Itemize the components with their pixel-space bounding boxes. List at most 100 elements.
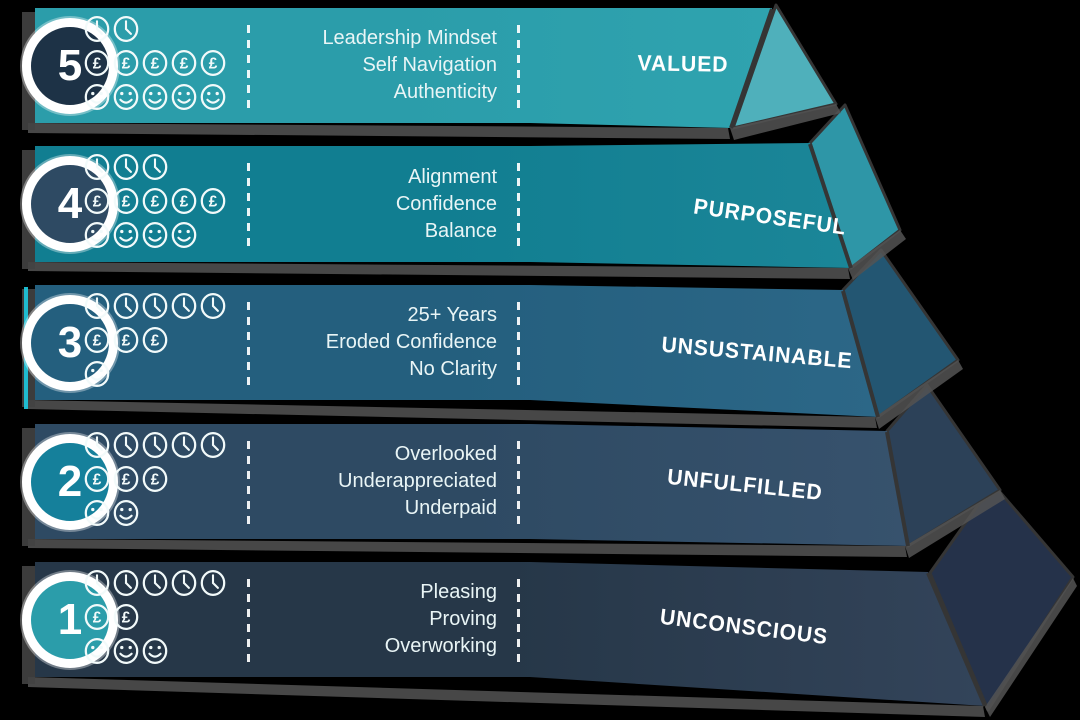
gap-shadow-level-2 — [905, 490, 1005, 558]
clock-icon — [142, 153, 168, 181]
level-text-line: Underappreciated — [338, 470, 497, 492]
smiley-icon — [113, 83, 139, 111]
icon-row-pounds-level-2: £ £ £ — [83, 464, 169, 494]
clock-icon — [200, 431, 226, 459]
pound-coin-icon: £ — [113, 49, 139, 77]
clock-icon — [142, 569, 168, 597]
pound-coin-icon: £ — [142, 49, 168, 77]
svg-text:£: £ — [122, 472, 131, 489]
svg-text:£: £ — [93, 610, 102, 627]
level-text-line: Confidence — [395, 193, 497, 215]
icon-row-pounds-level-5: £ £ £ £ £ — [83, 48, 227, 78]
icon-row-clocks-level-5 — [83, 14, 140, 44]
gap-shadow-level-3 — [875, 360, 963, 429]
level-text-line: Eroded Confidence — [325, 331, 497, 353]
pyramid-edge-crack-level-2 — [885, 431, 910, 547]
icons-text-divider-level-1 — [247, 579, 250, 662]
icon-row-clocks-level-4 — [83, 152, 169, 182]
level-text-line: Leadership Mindset — [322, 27, 497, 49]
svg-text:£: £ — [122, 56, 131, 73]
svg-text:£: £ — [93, 472, 102, 489]
clock-icon — [113, 431, 139, 459]
icon-row-clocks-level-2 — [83, 430, 227, 460]
icon-row-pounds-level-4: £ £ £ £ £ — [83, 186, 227, 216]
icon-row-smileys-level-1 — [83, 636, 169, 666]
icon-row-smileys-level-4 — [83, 220, 198, 250]
clock-icon — [84, 431, 110, 459]
clock-icon — [113, 153, 139, 181]
clock-icon — [113, 292, 139, 320]
gap-shadow-level-3 — [28, 400, 877, 428]
pound-coin-icon: £ — [171, 49, 197, 77]
level-number: 4 — [57, 179, 83, 228]
smiley-icon — [142, 83, 168, 111]
svg-text:£: £ — [93, 56, 102, 73]
pound-coin-icon: £ — [113, 603, 139, 631]
pound-coin-icon: £ — [113, 187, 139, 215]
smiley-icon — [171, 221, 197, 249]
pyramid-edge-crack-level-3 — [841, 290, 880, 418]
pyramid-front-band-level-3 — [35, 285, 878, 417]
clock-icon — [171, 431, 197, 459]
pyramid-label-valued: VALUED — [637, 50, 729, 77]
pyramid-front-band-level-1 — [35, 562, 985, 706]
svg-text:£: £ — [209, 194, 218, 211]
pyramid-front-band-level-2 — [35, 424, 908, 546]
clock-icon — [113, 15, 139, 43]
pyramid-edge-crack-level-1 — [926, 572, 987, 707]
clock-icon — [84, 292, 110, 320]
gap-shadow-level-5 — [28, 123, 730, 139]
svg-text:£: £ — [93, 194, 102, 211]
level-text-line: Authenticity — [393, 81, 497, 103]
smiley-icon — [142, 221, 168, 249]
smiley-icon — [171, 83, 197, 111]
clock-icon — [142, 431, 168, 459]
smiley-icon — [84, 360, 110, 388]
pound-coin-icon: £ — [84, 465, 110, 493]
level-text-line: No Clarity — [409, 358, 497, 380]
level-text-line: Overlooked — [394, 443, 497, 465]
icons-text-divider-level-5 — [247, 25, 250, 108]
clock-icon — [200, 569, 226, 597]
gap-shadow-level-4 — [848, 230, 906, 280]
pound-coin-icon: £ — [142, 465, 168, 493]
text-pyramid-divider-level-1 — [517, 579, 520, 662]
pound-coin-icon: £ — [113, 326, 139, 354]
clock-icon — [200, 292, 226, 320]
pound-coin-icon: £ — [171, 187, 197, 215]
svg-text:£: £ — [151, 472, 160, 489]
gap-shadow-level-5 — [730, 104, 841, 140]
level-number: 2 — [57, 456, 83, 506]
svg-text:£: £ — [151, 333, 160, 350]
level-badge-3: 3 — [22, 294, 118, 391]
smiley-icon — [84, 637, 110, 665]
clock-icon — [142, 292, 168, 320]
text-pyramid-divider-level-4 — [517, 163, 520, 247]
smiley-icon — [200, 83, 226, 111]
text-pyramid-divider-level-5 — [517, 25, 520, 108]
level-number: 5 — [57, 40, 83, 90]
icon-row-pounds-level-1: ££ — [83, 602, 140, 632]
level-text-line: Alignment — [408, 166, 497, 188]
text-pyramid-divider-level-3 — [517, 302, 520, 385]
level-number: 3 — [57, 317, 83, 367]
pound-coin-icon: £ — [200, 49, 226, 77]
pound-coin-icon: £ — [142, 326, 168, 354]
clock-icon — [84, 15, 110, 43]
smiley-icon — [84, 499, 110, 527]
pound-coin-icon: £ — [84, 49, 110, 77]
icon-row-pounds-level-3: £££ — [83, 325, 169, 355]
clock-icon — [171, 292, 197, 320]
pound-coin-icon: £ — [84, 603, 110, 631]
svg-text:£: £ — [180, 56, 189, 73]
gap-shadow-level-1 — [28, 677, 985, 717]
pyramid-front-band-level-5 — [35, 8, 772, 128]
icon-row-clocks-level-1 — [83, 568, 227, 598]
svg-text:£: £ — [151, 194, 160, 211]
icon-row-smileys-level-2 — [83, 498, 140, 528]
icon-row-clocks-level-3 — [83, 291, 227, 321]
clock-icon — [84, 153, 110, 181]
clock-icon — [84, 569, 110, 597]
